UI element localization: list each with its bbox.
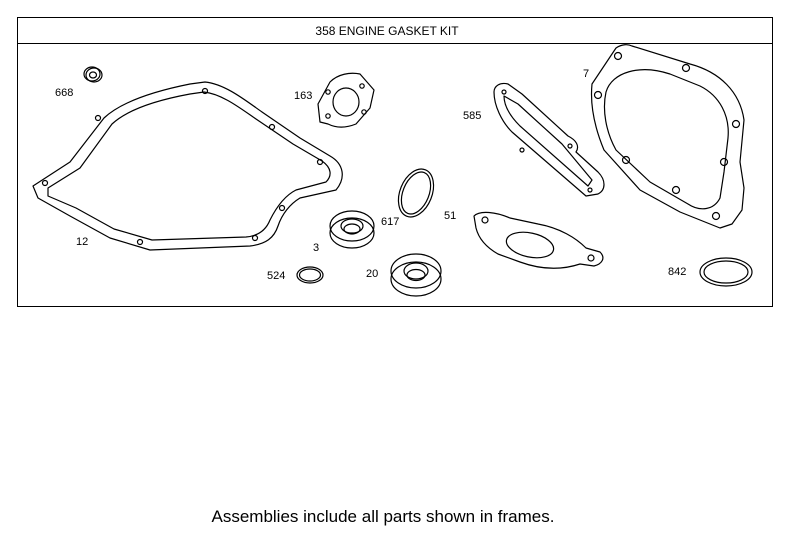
label-part-524: 524 — [267, 270, 286, 282]
part-617-o-ring — [397, 168, 435, 218]
label-part-3: 3 — [313, 242, 320, 254]
part-524-o-ring — [296, 266, 324, 284]
label-part-7: 7 — [583, 68, 590, 80]
kit-frame: 358 ENGINE GASKET KIT — [17, 17, 773, 307]
label-part-51: 51 — [444, 210, 457, 222]
label-part-163: 163 — [294, 90, 313, 102]
label-part-842: 842 — [668, 266, 687, 278]
part-51-exhaust-gasket — [473, 211, 604, 269]
part-668-washer — [83, 66, 103, 83]
label-part-617: 617 — [381, 216, 400, 228]
footer-note: Assemblies include all parts shown in fr… — [0, 507, 800, 527]
part-3-oil-seal — [329, 210, 375, 249]
kit-title-bar: 358 ENGINE GASKET KIT — [18, 18, 772, 44]
footer-note-text: Assemblies include all parts shown in fr… — [211, 507, 555, 526]
part-20-oil-seal — [390, 253, 442, 297]
label-part-585: 585 — [463, 110, 482, 122]
label-part-668: 668 — [55, 87, 74, 99]
part-12-crankcase-gasket — [32, 81, 343, 251]
label-part-12: 12 — [76, 236, 89, 248]
part-7-head-gasket — [590, 44, 745, 229]
label-part-20: 20 — [366, 268, 379, 280]
part-163-plate-gasket — [317, 72, 375, 128]
kit-title: 358 ENGINE GASKET KIT — [315, 23, 459, 38]
part-585-long-gasket — [493, 82, 605, 197]
part-842-o-ring — [699, 257, 753, 287]
